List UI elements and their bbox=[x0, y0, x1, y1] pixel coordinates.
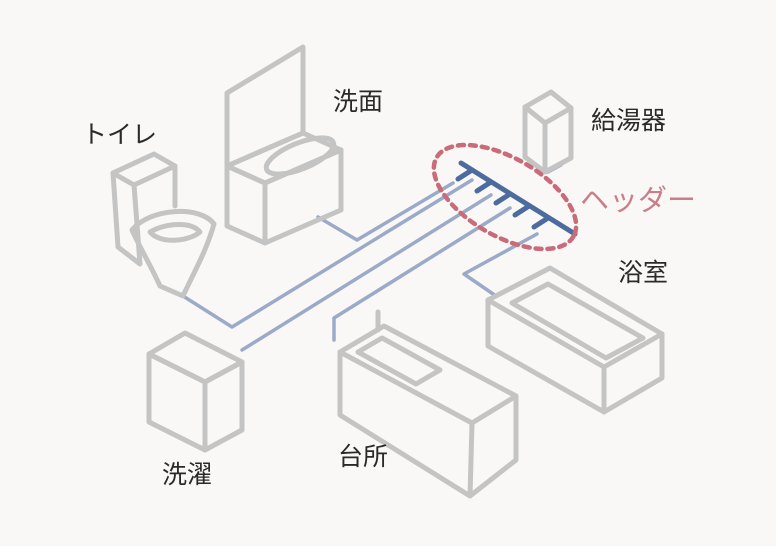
pipe-to-toilet bbox=[181, 178, 474, 329]
pipe-to-bathroom bbox=[462, 232, 539, 298]
label-bathroom: 浴室 bbox=[618, 258, 669, 287]
pipe-to-laundry bbox=[240, 193, 493, 352]
kitchen-fixture bbox=[337, 309, 519, 499]
pipe-to-washbasin bbox=[316, 181, 455, 242]
header-highlight-ring bbox=[431, 142, 579, 252]
water-heater-fixture bbox=[522, 89, 574, 175]
label-washbasin: 洗面 bbox=[333, 87, 384, 116]
fixtures bbox=[110, 44, 665, 499]
label-kitchen: 台所 bbox=[338, 442, 389, 471]
washbasin-fixture bbox=[224, 44, 344, 246]
label-laundry: 洗濯 bbox=[162, 460, 213, 489]
header-bar bbox=[458, 160, 578, 237]
bathtub-fixture bbox=[485, 265, 665, 415]
header-outlets bbox=[455, 167, 551, 230]
header-manifold bbox=[455, 160, 578, 237]
label-water-heater: 給湯器 bbox=[591, 106, 667, 135]
label-header: ヘッダー bbox=[580, 183, 697, 217]
toilet-fixture bbox=[110, 151, 217, 299]
label-toilet: トイレ bbox=[82, 120, 158, 149]
pipe-to-kitchen bbox=[332, 206, 512, 342]
laundry-fixture bbox=[146, 330, 245, 453]
